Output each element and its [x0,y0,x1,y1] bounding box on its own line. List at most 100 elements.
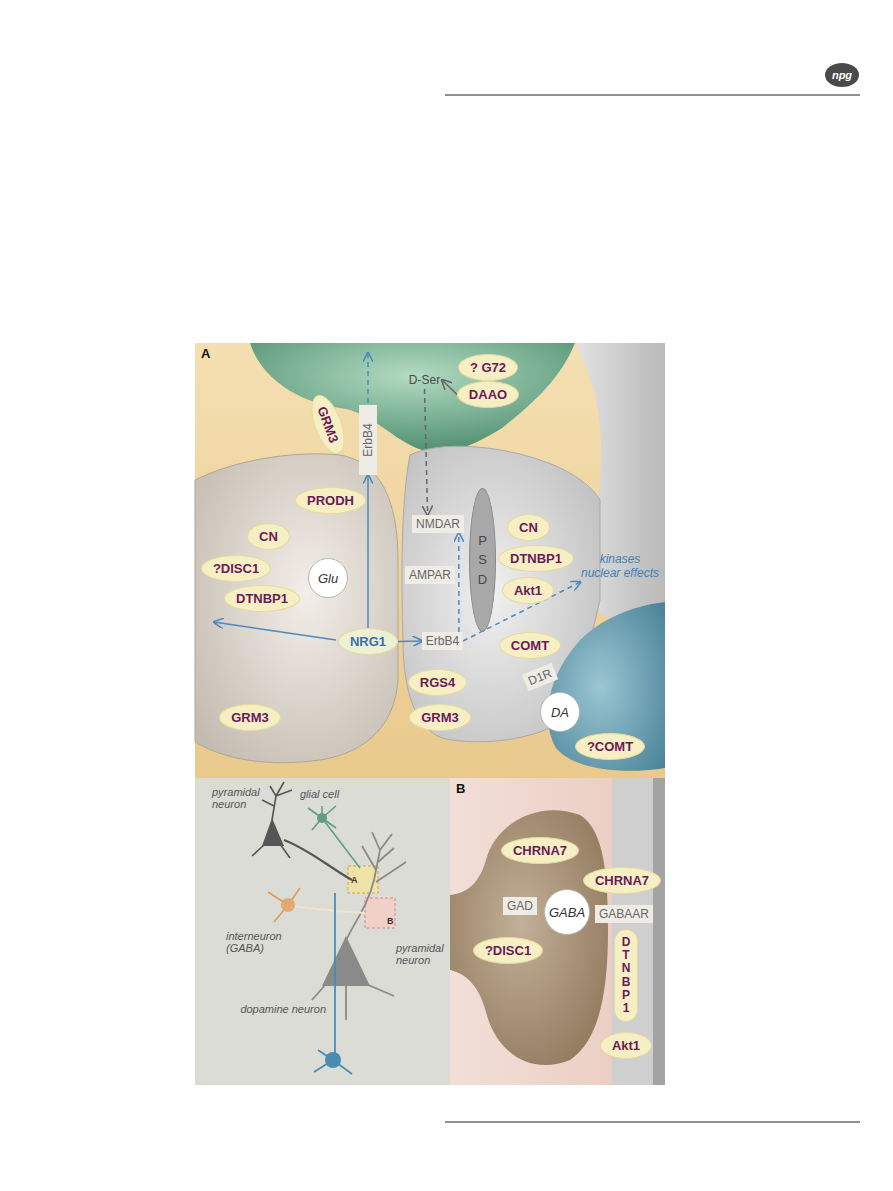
dendritic-spine [402,446,600,742]
node-text: PRODH [307,493,354,508]
gene-oval: CN [247,523,290,550]
node-text: ?DISC1 [213,561,259,576]
cell-label: glial cell [300,788,339,800]
region-letter: B [387,915,394,927]
rule-line [445,1122,860,1123]
zoom-box [365,898,395,928]
gene-oval: RGS4 [408,669,467,696]
drawing-part [284,840,352,880]
node-text: DTNBP1 [510,551,562,566]
gene-oval: CHRNA7 [501,837,579,864]
receptor-box: D1R [522,663,558,692]
gene-oval: DAAO [457,381,519,408]
node-text: ? G72 [470,360,506,375]
receptor-box: AMPAR [405,566,455,584]
gene-oval: COMT [499,632,561,659]
node-text: Akt1 [612,1038,640,1053]
node-text: ErbB4 [426,634,459,648]
node-text: CN [259,529,278,544]
gene-oval: ? G72 [458,354,518,381]
gene-oval: GRM3 [219,704,281,731]
pyramidal-neuron [252,782,352,880]
node-text: GABA [549,905,585,920]
node-text: GAD [507,899,533,913]
signal-arrow [367,475,369,628]
signal-arrow [367,353,369,403]
transmitter-circle: GABA [544,889,590,935]
node-text: DA [551,705,569,720]
drawing-part [294,906,365,913]
drawing-part [314,1050,352,1074]
interneuron-soma [281,898,295,912]
signal-arrow [458,533,460,632]
node-text: CN [519,520,538,535]
node-text: DAAO [469,387,507,402]
panel-letter: B [456,781,465,796]
gene-oval: PRODH [295,487,366,514]
transmitter-circle: Glu [308,558,348,598]
cell-label: pyramidal neuron [212,786,268,810]
drawing-part [262,782,292,820]
gene-oval: ?COMT [575,733,645,760]
region-letter: A [351,874,358,886]
node-text: kinases nuclear effects [579,552,661,580]
panel-ground [450,778,665,1085]
cell-label: dopamine neuron [226,1003,326,1015]
figure-panel: A? G72DAAOD-SerGRM3ErbB4PRODHCN?DISC1Glu… [195,343,665,778]
node-text: ?COMT [587,739,633,754]
node-text: CHRNA7 [513,843,567,858]
node-text: P S D [476,531,489,590]
gene-oval: CN [507,514,550,541]
gene-oval: Akt1 [600,1032,652,1059]
node-text: ErbB4 [361,423,375,456]
dopamine-soma [325,1052,341,1068]
drawing-part [308,806,360,868]
presynaptic-terminal [195,454,398,763]
drawing-part [334,893,336,1054]
panel-letter: A [201,346,210,361]
dendrite-edge [653,778,665,1085]
gene-oval: Akt1 [502,577,554,604]
cell-label: interneuron (GABA) [226,930,292,954]
node-text: COMT [511,638,549,653]
node-text: GABAAR [599,907,649,921]
node-text: DTNBP1 [236,591,288,606]
glial-cell [308,806,360,868]
rule-line [445,95,860,96]
dopamine-neuron [314,893,352,1074]
node-text: GRM3 [231,710,269,725]
effect-label: kinases nuclear effects [576,550,664,582]
receptor-box: NMDAR [412,515,464,533]
node-text: NMDAR [416,517,460,531]
receptor-box: ErbB4 [422,632,463,650]
gene-oval: ?DISC1 [473,937,543,964]
node-text: GRM3 [315,404,342,444]
node-text: RGS4 [420,675,455,690]
dendrite-shaft [612,778,665,1085]
logo-text: npg [826,69,858,81]
glial-soma [317,813,327,823]
pyramidal-soma [262,818,284,846]
transmitter-circle: DA [540,692,580,732]
logo-badge [825,63,859,87]
signal-arrow [442,380,457,395]
pyramidal-soma [322,936,370,986]
node-text: NRG1 [350,634,386,649]
gene-oval: GRM3 [305,391,352,458]
receptor-box: GAD [503,897,537,915]
node-text: Glu [318,571,338,586]
cell-label: pyramidal neuron [396,942,448,966]
inset-ground [195,778,450,1085]
drawing-part [346,832,406,940]
gene-oval: DTNBP1 [614,929,638,1022]
drawing-part [268,888,300,922]
node-text: Akt1 [514,583,542,598]
node-text: DTNBP1 [620,936,632,1015]
density-ellipse: P S D [469,488,496,632]
gene-oval: GRM3 [409,704,471,731]
node-text: D-Ser [409,373,440,387]
